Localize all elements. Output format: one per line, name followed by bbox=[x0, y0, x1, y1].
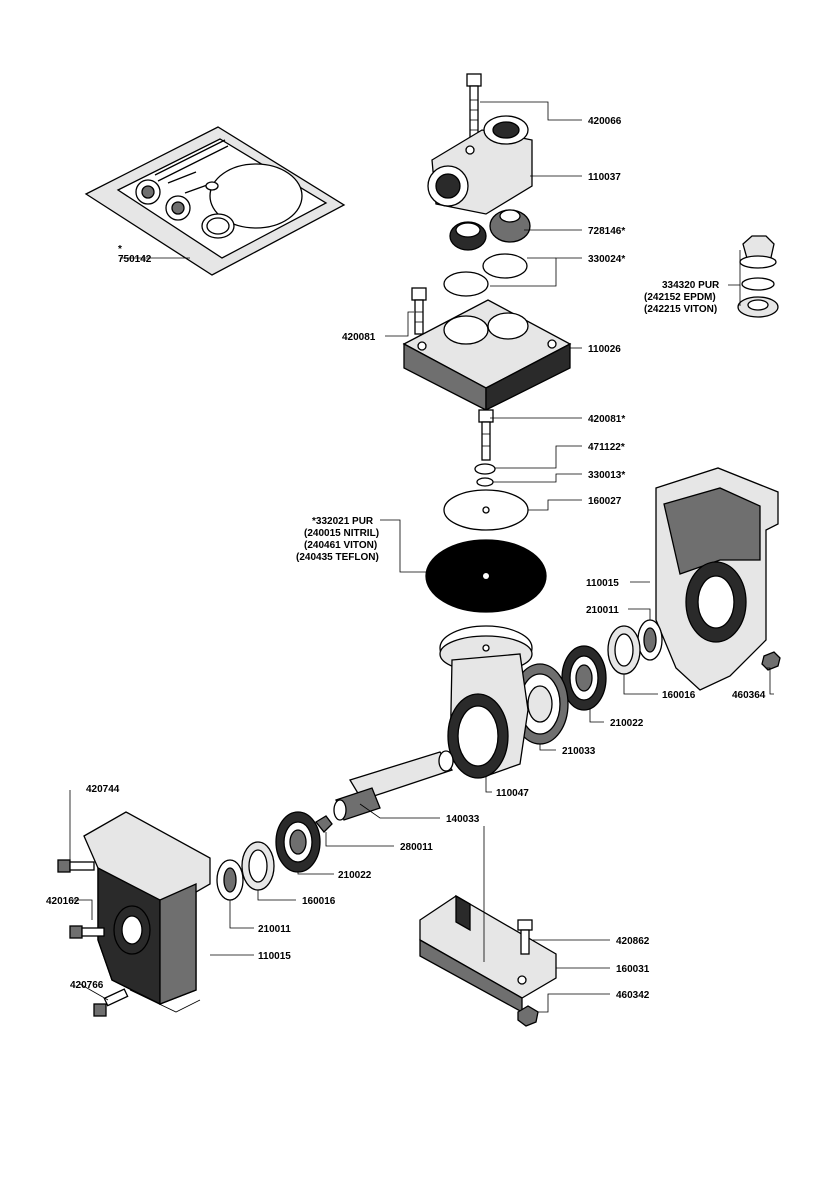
label-332021-4: (240435 TEFLON) bbox=[296, 552, 379, 563]
label-110015-right: 110015 bbox=[586, 578, 619, 589]
label-110037: 110037 bbox=[588, 172, 621, 183]
grease-nipple-280011 bbox=[315, 815, 333, 833]
nut-460364 bbox=[761, 651, 781, 671]
label-420066: 420066 bbox=[588, 116, 622, 127]
bolt-420744 bbox=[57, 859, 95, 873]
label-420744: 420744 bbox=[86, 784, 120, 795]
o-rings-330024 bbox=[443, 253, 528, 297]
label-140033: 140033 bbox=[446, 814, 480, 825]
label-332021-1: *332021 PUR bbox=[312, 516, 374, 527]
label-160016-left: 160016 bbox=[302, 896, 336, 907]
foot-160031 bbox=[419, 894, 557, 1014]
label-210022-right: 210022 bbox=[610, 718, 644, 729]
label-750142: 750142 bbox=[118, 254, 152, 265]
manifold-110037 bbox=[427, 115, 533, 215]
valves-728146 bbox=[449, 209, 531, 251]
o-ring-330013 bbox=[476, 477, 494, 487]
label-110026: 110026 bbox=[588, 344, 621, 355]
label-420162: 420162 bbox=[46, 896, 80, 907]
housing-110015-right bbox=[655, 467, 779, 691]
label-210033: 210033 bbox=[562, 746, 596, 757]
washer-471122 bbox=[474, 463, 496, 475]
ring-160016-left bbox=[241, 841, 275, 891]
label-330024: 330024* bbox=[588, 254, 625, 265]
part-labels: * 750142 420066 110037 728146* 330024* 3… bbox=[46, 116, 766, 1001]
cover-110026 bbox=[402, 299, 572, 412]
label-334320-2: (242152 EPDM) bbox=[644, 292, 716, 303]
label-330013: 330013* bbox=[588, 470, 625, 481]
housing-110015-left bbox=[83, 811, 211, 1006]
bolt-420862 bbox=[517, 919, 533, 955]
label-332021-3: (240461 VITON) bbox=[304, 540, 377, 551]
label-110015-left: 110015 bbox=[258, 951, 291, 962]
label-728146: 728146* bbox=[588, 226, 625, 237]
ring-160016-right bbox=[607, 625, 641, 675]
label-420862: 420862 bbox=[616, 936, 650, 947]
valve-set-334320 bbox=[737, 235, 779, 318]
bolt-420081-center bbox=[478, 409, 494, 461]
leader-lines bbox=[69, 101, 774, 1013]
label-210011-right: 210011 bbox=[586, 605, 619, 616]
label-420766: 420766 bbox=[70, 980, 104, 991]
seal-210011-left bbox=[216, 859, 244, 901]
bolt-420766 bbox=[93, 988, 129, 1017]
label-420081-star: 420081* bbox=[588, 414, 625, 425]
nut-460342 bbox=[517, 1005, 539, 1027]
connecting-rod-110047 bbox=[447, 653, 529, 779]
label-334320-1: 334320 PUR bbox=[662, 280, 720, 291]
label-420081: 420081 bbox=[342, 332, 376, 343]
label-160027: 160027 bbox=[588, 496, 622, 507]
label-334320-3: (242215 VITON) bbox=[644, 304, 717, 315]
diaphragm-332021 bbox=[425, 539, 547, 613]
label-160031: 160031 bbox=[616, 964, 650, 975]
shaft-140033 bbox=[333, 750, 454, 821]
label-210022-left: 210022 bbox=[338, 870, 372, 881]
bolt-420081 bbox=[411, 287, 427, 335]
label-210011-left: 210011 bbox=[258, 924, 291, 935]
bearing-210022-right bbox=[561, 645, 607, 711]
label-160016-right: 160016 bbox=[662, 690, 696, 701]
label-460342: 460342 bbox=[616, 990, 650, 1001]
label-460364: 460364 bbox=[732, 690, 766, 701]
label-kit-star: * bbox=[118, 244, 122, 255]
label-332021-2: (240015 NITRIL) bbox=[304, 528, 379, 539]
repair-kit-750142 bbox=[84, 126, 346, 276]
label-280011: 280011 bbox=[400, 842, 433, 853]
label-110047: 110047 bbox=[496, 788, 529, 799]
label-471122: 471122* bbox=[588, 442, 625, 453]
seal-210011-right bbox=[637, 619, 663, 661]
bolt-420162 bbox=[69, 925, 105, 939]
bearing-210022-left bbox=[275, 811, 321, 873]
diaphragm-disc-160027 bbox=[443, 489, 529, 531]
